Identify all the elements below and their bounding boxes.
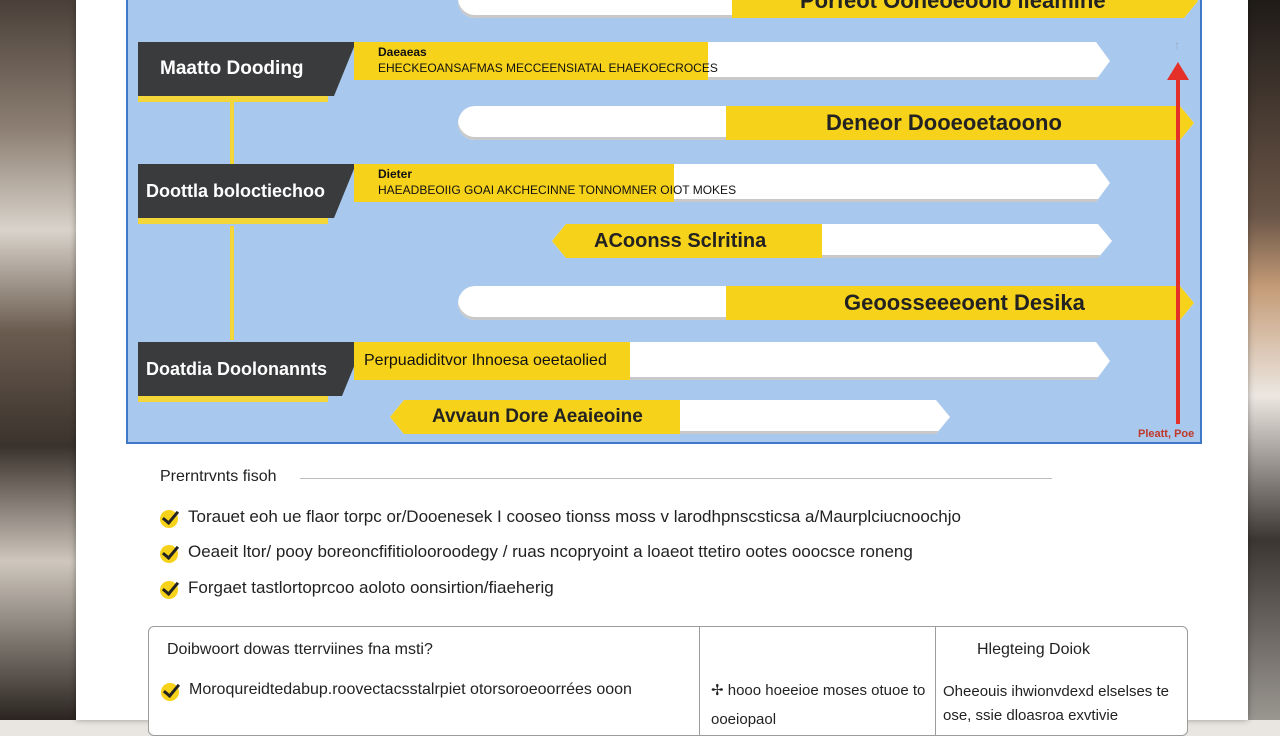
checklist-heading: Prerntrvnts fisoh — [160, 468, 277, 485]
stage-description-bar: Dieter HAEADBEOIIG GOAI AKCHECINNE TONNO… — [354, 164, 1110, 202]
axis-top-mark: ↑ — [1174, 38, 1180, 52]
arrow-up-icon — [1167, 62, 1189, 80]
stage-desc-title: Dieter — [378, 167, 413, 181]
outcome-bar: Porfeot Ooneoeoolo lleamine — [458, 0, 1198, 18]
stage-label: Maatto Dooding — [138, 42, 356, 96]
divider — [300, 478, 1052, 479]
checkmark-icon — [160, 506, 182, 528]
stage-desc-title: Daeaeas — [378, 45, 427, 59]
diagram-panel: Porfeot Ooneoeoolo lleamine Maatto Doodi… — [126, 0, 1202, 444]
outcome-bar: Geoosseeeoent Desika — [458, 286, 1194, 320]
stage-block: Doottla boloctiechoo — [138, 164, 458, 226]
table-cell: Oheeouis ihwionvdexd elselses te — [943, 683, 1169, 700]
table-header: Doibwoort dowas tterrviines fna msti? — [167, 641, 433, 658]
connector-line — [230, 96, 234, 168]
outcome-label: Avvaun Dore Aeaieoine — [432, 406, 643, 427]
checklist-item: Oeaeit ltor/ pooy boreoncfifitiolooroode… — [160, 541, 913, 563]
stage-desc-text: HAEADBEOIIG GOAI AKCHECINNE TONNOMNER OI… — [378, 183, 737, 197]
stage-description-bar: Perpuadiditvor Ihnoesa oeetaolied — [354, 342, 1110, 380]
outcome-label: Deneor Dooeoetaoono — [826, 110, 1062, 135]
outcome-bar: Avvaun Dore Aeaieoine — [390, 400, 950, 434]
axis-label: Pleatt, Poe — [1138, 428, 1195, 440]
checkmark-icon — [160, 577, 182, 599]
stage-block: Maatto Dooding — [138, 42, 458, 104]
stage-desc-text: EHECKEOANSAFMAS MECCEENSIATAL EHAEKOECRO… — [378, 61, 718, 75]
outcome-bar: ACoonss Sclritina — [552, 224, 1112, 258]
stage-description-bar: Daeaeas EHECKEOANSAFMAS MECCEENSIATAL EH… — [354, 42, 1110, 80]
background-photo-left — [0, 0, 80, 720]
outcome-label: Porfeot Ooneoeoolo lleamine — [800, 0, 1106, 13]
outcome-bar: Deneor Dooeoetaoono — [458, 106, 1194, 140]
checklist-item: Forgaet tastlortoprcoo aoloto oonsirtion… — [160, 577, 554, 599]
checklist-item-text: Oeaeit ltor/ pooy boreoncfifitiolooroode… — [188, 542, 913, 561]
checkmark-icon — [161, 679, 183, 701]
connector-line — [230, 226, 234, 340]
progress-axis-line — [1176, 78, 1180, 424]
checklist-item-text: Torauet eoh ue flaor torpc or/Dooenesek … — [188, 507, 961, 526]
background-photo-right — [1248, 0, 1280, 720]
table-cell: Moroqureidtedabup.roovectacsstalrpiet ot… — [161, 679, 632, 701]
table-cell: ✢ hooo hoeeioe moses otuoe to — [711, 682, 926, 699]
outcome-label: ACoonss Sclritina — [594, 229, 767, 252]
stage-label: Doatdia Doolonannts — [138, 342, 364, 396]
stage-label: Doottla boloctiechoo — [138, 164, 356, 218]
table-header: Hlegteing Doiok — [977, 641, 1090, 658]
outcome-label: Geoosseeeoent Desika — [844, 290, 1085, 315]
checklist-item-text: Forgaet tastlortoprcoo aoloto oonsirtion… — [188, 578, 554, 597]
checkmark-icon — [160, 541, 182, 563]
stage-block: Doatdia Doolonannts — [138, 342, 458, 404]
table-cell: ose, ssie dloasroa exvtivie — [943, 707, 1119, 724]
stage-desc-text: Perpuadiditvor Ihnoesa oeetaolied — [364, 352, 607, 369]
checklist-item: Torauet eoh ue flaor torpc or/Dooenesek … — [160, 506, 961, 528]
